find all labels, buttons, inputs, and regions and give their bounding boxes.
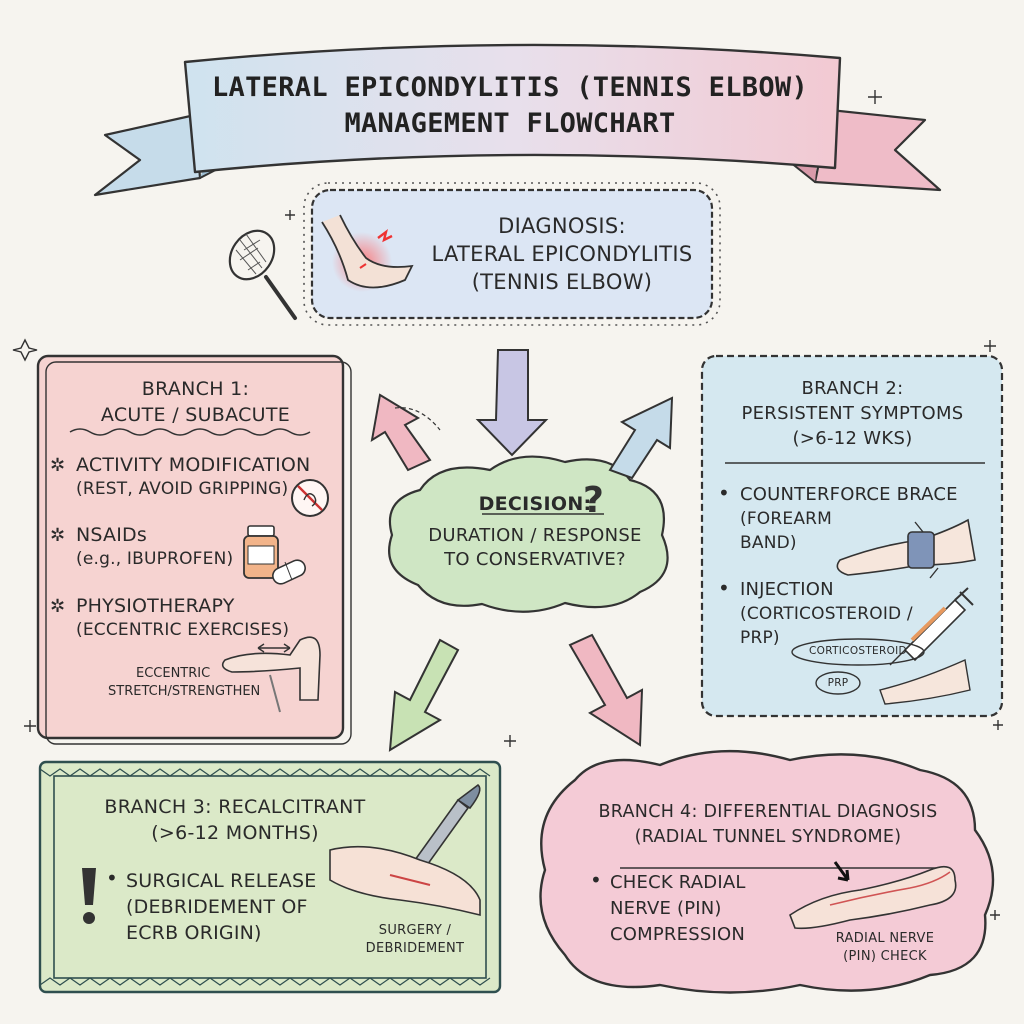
branch1-caption-line-1: ECCENTRIC bbox=[136, 666, 211, 681]
branch2-item-1: COUNTERFORCE BRACE (FOREARM BAND) bbox=[740, 483, 975, 555]
exclamation-icon bbox=[82, 868, 96, 924]
bullet-dot-icon: • bbox=[718, 576, 730, 600]
branch1-item-3: PHYSIOTHERAPY (ECCENTRIC EXERCISES) bbox=[76, 594, 316, 642]
branch3-box bbox=[38, 760, 502, 994]
branch3-caption-line-1: SURGERY / bbox=[378, 923, 452, 938]
syringe-icon bbox=[879, 587, 974, 705]
branch1-item-3-main: PHYSIOTHERAPY bbox=[76, 595, 235, 617]
branch1-item-2-sub: (e.g., IBUPROFEN) bbox=[76, 549, 234, 569]
branch1-title: BRANCH 1: ACUTE / SUBACUTE bbox=[48, 376, 343, 428]
no-gripping-icon bbox=[291, 479, 329, 517]
branch4-title-line-1: BRANCH 4: DIFFERENTIAL DIAGNOSIS bbox=[598, 802, 938, 822]
title-line-2: MANAGEMENT FLOWCHART bbox=[344, 108, 676, 139]
bullet-dot-icon: • bbox=[590, 868, 602, 892]
branch3-item: SURGICAL RELEASE (DEBRIDEMENT OF ECRB OR… bbox=[126, 868, 336, 946]
star-bullet-icon: ✲ bbox=[50, 596, 66, 617]
arrow-to-branch3 bbox=[388, 638, 460, 752]
star-bullet-icon: ✲ bbox=[50, 525, 66, 546]
branch2-item-1-line-3: BAND) bbox=[740, 533, 797, 553]
arrow-to-branch4 bbox=[568, 633, 644, 747]
branch1-item-2-main: NSAIDs bbox=[76, 524, 147, 546]
arrow-down-main bbox=[475, 349, 549, 457]
branch4-item-line-1: CHECK RADIAL bbox=[610, 872, 746, 893]
decision-text: DECISION: DURATION / RESPONSE TO CONSERV… bbox=[405, 492, 665, 572]
branch4-caption-line-2: (PIN) CHECK bbox=[843, 949, 927, 964]
branch1-item-1-sub: (REST, AVOID GRIPPING) bbox=[76, 479, 289, 499]
branch3-item-line-2: (DEBRIDEMENT OF bbox=[126, 896, 308, 918]
branch4-title-line-2: (RADIAL TUNNEL SYNDROME) bbox=[634, 827, 902, 847]
corticosteroid-label: CORTICOSTEROID bbox=[809, 645, 907, 657]
branch1-caption-line-2: STRETCH/STRENGTHEN bbox=[108, 684, 261, 699]
branch4-title: BRANCH 4: DIFFERENTIAL DIAGNOSIS (RADIAL… bbox=[568, 800, 968, 850]
branch4-caption: RADIAL NERVE (PIN) CHECK bbox=[820, 930, 950, 966]
branch4-caption-line-1: RADIAL NERVE bbox=[835, 931, 935, 946]
elbow-pain-icon bbox=[321, 214, 414, 292]
pill-bottle-icon bbox=[243, 525, 306, 585]
branch1-title-line-1: BRANCH 1: bbox=[141, 378, 250, 400]
bullet-dot-icon: • bbox=[718, 481, 730, 505]
tennis-racket-icon bbox=[228, 229, 297, 320]
branch2-item-2-line-2: (CORTICOSTEROID / bbox=[740, 604, 913, 624]
arrow-to-branch2 bbox=[608, 396, 674, 480]
branch4-box bbox=[539, 749, 995, 994]
branch2-item-1-line-2: (FOREARM bbox=[740, 509, 833, 529]
branch3-caption-line-2: DEBRIDEMENT bbox=[365, 941, 465, 956]
branch1-item-1-main: ACTIVITY MODIFICATION bbox=[76, 454, 311, 476]
branch4-item-line-3: COMPRESSION bbox=[610, 924, 745, 945]
branch2-item-2-line-3: PRP) bbox=[740, 628, 780, 648]
prp-label: PRP bbox=[827, 677, 849, 689]
branch3-title: BRANCH 3: RECALCITRANT (>6-12 MONTHS) bbox=[70, 794, 400, 846]
star-bullet-icon: ✲ bbox=[50, 455, 66, 476]
decision-cloud bbox=[388, 455, 669, 613]
arm-nerve-icon bbox=[789, 861, 957, 930]
diagnosis-line-2: LATERAL EPICONDYLITIS bbox=[431, 242, 693, 266]
branch3-title-line-1: BRANCH 3: RECALCITRANT bbox=[104, 796, 366, 818]
stretch-arm-icon bbox=[221, 636, 321, 713]
corticosteroid-label-bubble bbox=[791, 638, 925, 666]
diagnosis-line-3: (TENNIS ELBOW) bbox=[471, 270, 653, 294]
decision-line-1: DURATION / RESPONSE bbox=[428, 525, 642, 546]
branch3-item-line-1: SURGICAL RELEASE bbox=[126, 870, 317, 892]
arrow-to-branch1 bbox=[370, 393, 441, 472]
branch1-title-line-2: ACUTE / SUBACUTE bbox=[100, 404, 291, 426]
question-mark-icon: ? bbox=[583, 480, 604, 521]
branch3-caption: SURGERY / DEBRIDEMENT bbox=[355, 922, 475, 958]
branch4-item-line-2: NERVE (PIN) bbox=[610, 898, 722, 919]
branch2-title-line-1: BRANCH 2: bbox=[801, 378, 904, 399]
prp-label-bubble bbox=[815, 671, 861, 695]
bullet-dot-icon: • bbox=[106, 866, 118, 890]
branch3-title-line-2: (>6-12 MONTHS) bbox=[151, 822, 319, 844]
brace-arm-icon bbox=[836, 518, 976, 579]
diagnosis-text: DIAGNOSIS: LATERAL EPICONDYLITIS (TENNIS… bbox=[412, 212, 712, 296]
branch2-item-2-line-1: INJECTION bbox=[740, 579, 834, 600]
sparkle-decor bbox=[12, 90, 1003, 920]
branch3-item-line-3: ECRB ORIGIN) bbox=[126, 922, 262, 944]
branch1-item-3-sub: (ECCENTRIC EXERCISES) bbox=[76, 620, 290, 640]
branch1-item-2: NSAIDs (e.g., IBUPROFEN) bbox=[76, 523, 246, 571]
branch2-title-line-2: PERSISTENT SYMPTOMS bbox=[741, 403, 964, 424]
decision-heading: DECISION: bbox=[478, 493, 592, 515]
branch2-item-1-line-1: COUNTERFORCE BRACE bbox=[740, 484, 958, 505]
page-title: LATERAL EPICONDYLITIS (TENNIS ELBOW) MAN… bbox=[200, 70, 820, 142]
branch1-caption: ECCENTRIC STRETCH/STRENGTHEN bbox=[108, 665, 260, 701]
diagnosis-box bbox=[310, 188, 714, 320]
branch2-item-2: INJECTION (CORTICOSTEROID / PRP) bbox=[740, 578, 940, 650]
decision-line-2: TO CONSERVATIVE? bbox=[444, 549, 626, 570]
branch1-item-1: ACTIVITY MODIFICATION (REST, AVOID GRIPP… bbox=[76, 453, 316, 501]
branch2-title-line-3: (>6-12 WKS) bbox=[792, 428, 913, 449]
scalpel-icon bbox=[329, 783, 481, 917]
branch2-title: BRANCH 2: PERSISTENT SYMPTOMS (>6-12 WKS… bbox=[710, 376, 995, 451]
branch1-box bbox=[36, 354, 345, 740]
diagnosis-heading: DIAGNOSIS: bbox=[498, 214, 626, 238]
title-banner bbox=[183, 43, 842, 174]
branch4-item: CHECK RADIAL NERVE (PIN) COMPRESSION bbox=[610, 870, 780, 948]
title-line-1: LATERAL EPICONDYLITIS (TENNIS ELBOW) bbox=[212, 72, 808, 103]
